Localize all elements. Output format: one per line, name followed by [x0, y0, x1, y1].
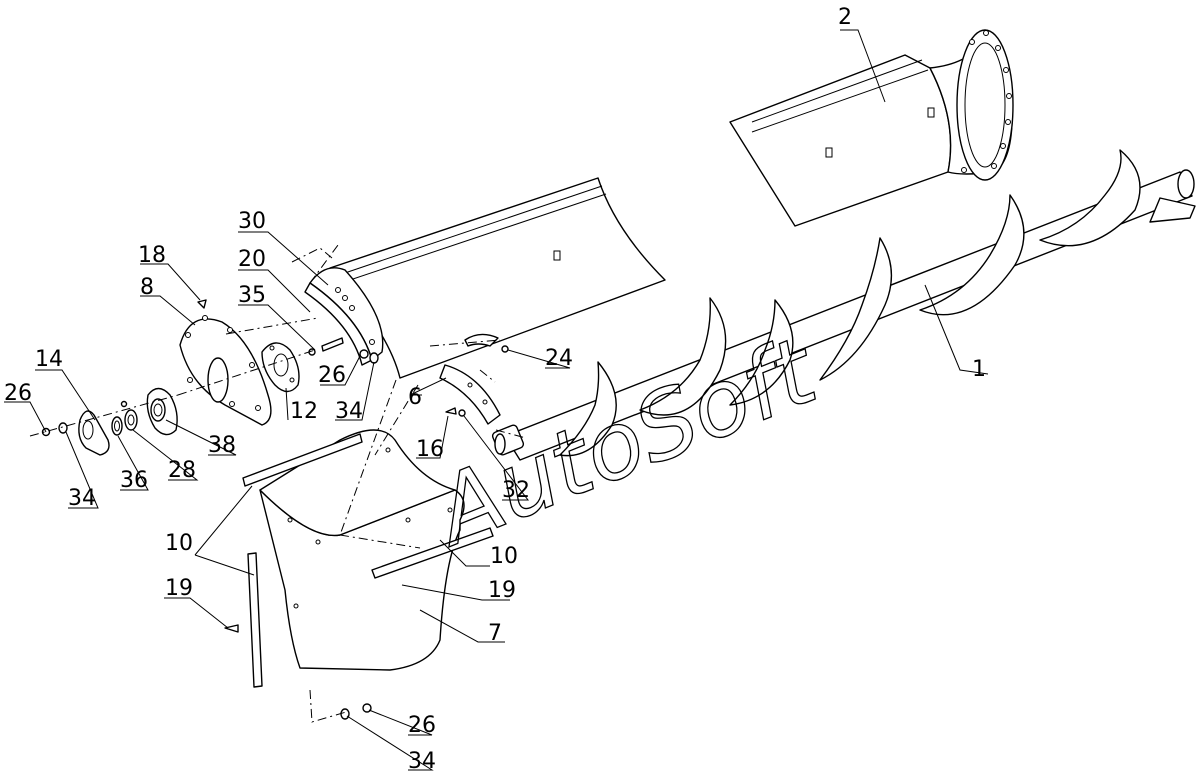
part-8-end-plate	[179, 315, 272, 426]
callout-2: 2	[838, 5, 852, 30]
callout-26-center: 26	[318, 363, 346, 388]
callout-34-center: 34	[335, 399, 363, 424]
bolt-35	[321, 337, 344, 352]
upper-trough-cover	[304, 177, 666, 379]
callout-24: 24	[545, 346, 573, 371]
callout-12: 12	[290, 399, 318, 424]
part-28-ring	[124, 409, 138, 431]
strip-10-right	[371, 527, 494, 579]
callout-6: 6	[408, 385, 422, 410]
bolt-18	[197, 299, 207, 309]
callout-1: 1	[972, 357, 986, 382]
strip-10-top	[242, 433, 363, 487]
callout-26-bottom: 26	[408, 713, 436, 738]
bolt-19-left	[224, 624, 239, 633]
watermark-text: AutoSoft	[417, 317, 832, 568]
bolt-16	[445, 407, 457, 415]
part-7-hopper	[259, 429, 465, 671]
callout-34-bottom: 34	[408, 749, 436, 774]
callout-19-left: 19	[165, 576, 193, 601]
callout-35: 35	[238, 283, 266, 308]
part-14-end-cap	[78, 410, 110, 456]
washer-34-left	[58, 422, 68, 434]
flange-bolt-holes	[961, 30, 1012, 173]
callout-labels: 2 1 18 8 30 20 35 26 34 12 14 26 34 36 2…	[4, 5, 986, 774]
part-12-bearing-plate	[261, 342, 300, 393]
assembly-lines	[29, 244, 527, 723]
part-1-auger-shaft	[491, 149, 1196, 461]
callout-28: 28	[168, 458, 196, 483]
callout-8: 8	[140, 275, 154, 300]
nut-24	[501, 345, 509, 353]
callout-36: 36	[120, 468, 148, 493]
callout-20: 20	[238, 247, 266, 272]
washer-34-bottom	[340, 708, 350, 720]
callout-19-right: 19	[488, 578, 516, 603]
part-38-bearing-housing	[146, 387, 178, 436]
leader-lines	[4, 29, 989, 771]
callout-32: 32	[502, 478, 530, 503]
callout-34-left: 34	[68, 486, 96, 511]
nut-26	[359, 349, 369, 359]
callout-26-left: 26	[4, 381, 32, 406]
nut-32	[458, 409, 466, 417]
part-2-tube-with-flange	[729, 29, 1014, 227]
part-36-ring	[111, 416, 123, 436]
callout-16: 16	[416, 437, 444, 462]
callout-14: 14	[35, 347, 63, 372]
callout-10-right: 10	[490, 544, 518, 569]
part-6-curved-plate	[439, 364, 501, 425]
callout-18: 18	[138, 243, 166, 268]
washer-34	[369, 352, 379, 364]
part-10-strips	[242, 433, 494, 688]
callout-30: 30	[238, 209, 266, 234]
strip-10-left	[247, 552, 263, 688]
callout-10-left: 10	[165, 531, 193, 556]
callout-7: 7	[488, 621, 502, 646]
callout-38: 38	[208, 433, 236, 458]
